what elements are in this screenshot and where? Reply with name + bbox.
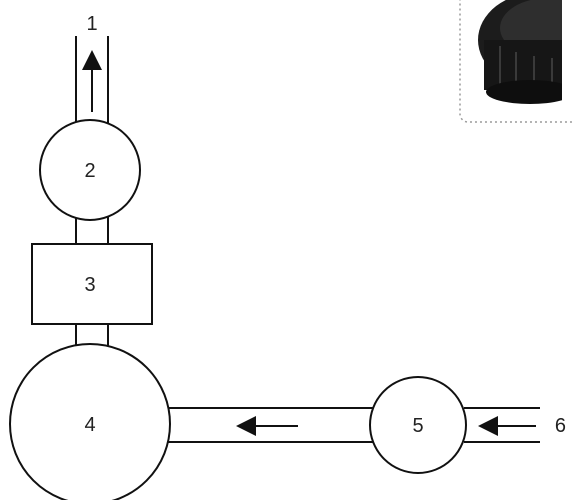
corner-photo-inset <box>459 0 574 123</box>
component-3-label: 3 <box>84 274 95 296</box>
component-2-label: 2 <box>84 160 95 182</box>
inlet-label: 6 <box>555 415 566 437</box>
component-5-circle: 5 <box>369 376 467 474</box>
outlet-pipe <box>75 36 109 124</box>
horizontal-pipe-4-5 <box>168 407 376 443</box>
component-2-circle: 2 <box>39 119 141 221</box>
component-4-label: 4 <box>84 414 95 436</box>
component-5-label: 5 <box>412 415 423 437</box>
component-4-circle: 4 <box>9 343 171 500</box>
outlet-label: 1 <box>86 13 97 35</box>
component-3-box: 3 <box>31 243 153 325</box>
inlet-pipe <box>464 407 540 443</box>
mechanical-part-photo-icon <box>478 0 574 110</box>
